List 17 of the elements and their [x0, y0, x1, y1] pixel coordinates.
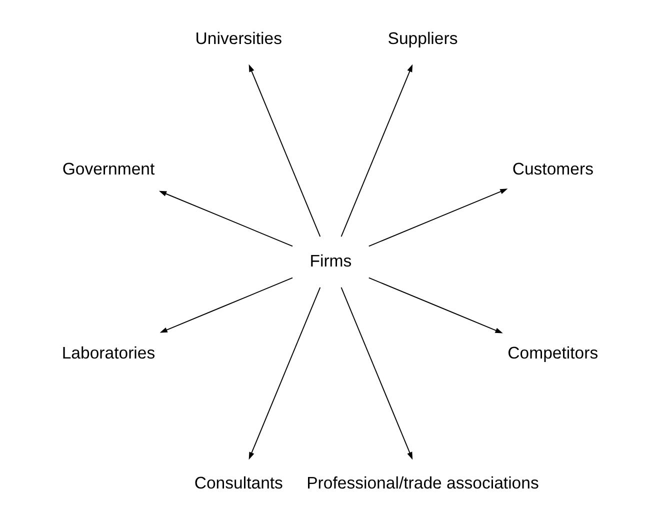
node-text: Universities — [194, 28, 282, 48]
arrow — [159, 276, 292, 332]
arrow — [368, 188, 508, 246]
node-text: Consultants — [194, 473, 282, 492]
node-text: Customers — [512, 158, 593, 178]
arrow — [368, 276, 502, 333]
arrow — [340, 64, 412, 236]
arrow — [158, 190, 292, 246]
node-text: Professional/trade associations — [306, 473, 538, 492]
node-text: Government — [62, 158, 154, 178]
arrow — [248, 64, 320, 236]
node-text: Competitors — [507, 342, 598, 362]
arrow — [248, 286, 320, 460]
node-text: Suppliers — [387, 28, 458, 48]
node-text: Laboratories — [61, 342, 155, 362]
arrow — [340, 286, 412, 460]
node-text: Firms — [309, 250, 352, 270]
